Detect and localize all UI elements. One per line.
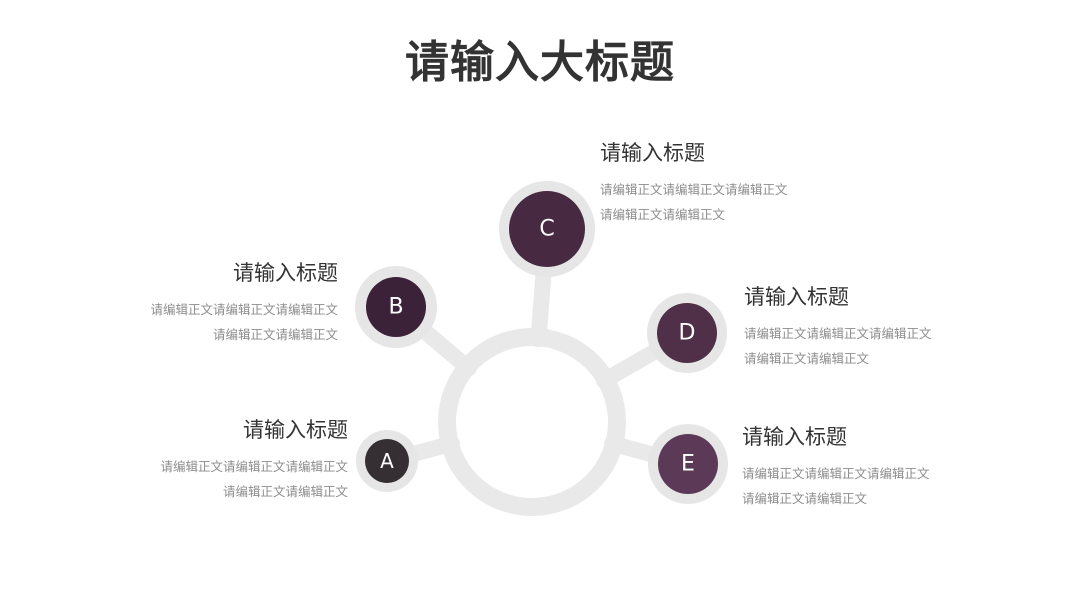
block-a-line2: 请编辑正文请编辑正文 bbox=[222, 484, 348, 499]
page-title: 请输入大标题 bbox=[405, 37, 675, 88]
block-b-heading: 请输入标题 bbox=[233, 261, 338, 285]
node-letter-c: C bbox=[539, 217, 554, 242]
block-e-heading: 请输入标题 bbox=[742, 425, 847, 449]
block-b: 请输入标题 请编辑正文请编辑正文请编辑正文 请编辑正文请编辑正文 bbox=[138, 259, 338, 347]
node-letter-d: D bbox=[679, 321, 696, 346]
node-e bbox=[658, 434, 718, 494]
block-a-heading: 请输入标题 bbox=[243, 418, 348, 442]
block-e-line1: 请编辑正文请编辑正文请编辑正文 bbox=[742, 466, 930, 481]
center-ring bbox=[438, 328, 626, 516]
block-d-heading: 请输入标题 bbox=[744, 285, 849, 309]
block-c-line2: 请编辑正文请编辑正文 bbox=[600, 207, 726, 222]
block-a-line1: 请编辑正文请编辑正文请编辑正文 bbox=[160, 459, 348, 474]
block-a: 请输入标题 请编辑正文请编辑正文请编辑正文 请编辑正文请编辑正文 bbox=[148, 416, 348, 504]
block-d-line2: 请编辑正文请编辑正文 bbox=[744, 351, 870, 366]
node-letter-e: E bbox=[681, 452, 695, 477]
block-b-line2: 请编辑正文请编辑正文 bbox=[212, 327, 338, 342]
node-letter-a: A bbox=[380, 449, 394, 473]
block-d: 请输入标题 请编辑正文请编辑正文请编辑正文 请编辑正文请编辑正文 bbox=[744, 283, 964, 371]
node-d bbox=[657, 303, 717, 363]
node-a bbox=[365, 439, 409, 483]
block-e: 请输入标题 请编辑正文请编辑正文请编辑正文 请编辑正文请编辑正文 bbox=[742, 423, 962, 511]
node-b bbox=[366, 277, 426, 337]
block-c: 请输入标题 请编辑正文请编辑正文请编辑正文 请编辑正文请编辑正文 bbox=[600, 139, 820, 227]
block-d-line1: 请编辑正文请编辑正文请编辑正文 bbox=[744, 326, 932, 341]
block-c-line1: 请编辑正文请编辑正文请编辑正文 bbox=[600, 182, 788, 197]
block-e-line2: 请编辑正文请编辑正文 bbox=[742, 491, 868, 506]
block-c-heading: 请输入标题 bbox=[600, 141, 705, 165]
nodes: A B C D E bbox=[355, 181, 728, 504]
node-letter-b: B bbox=[388, 295, 403, 320]
node-c bbox=[509, 191, 585, 267]
block-b-line1: 请编辑正文请编辑正文请编辑正文 bbox=[150, 302, 338, 317]
